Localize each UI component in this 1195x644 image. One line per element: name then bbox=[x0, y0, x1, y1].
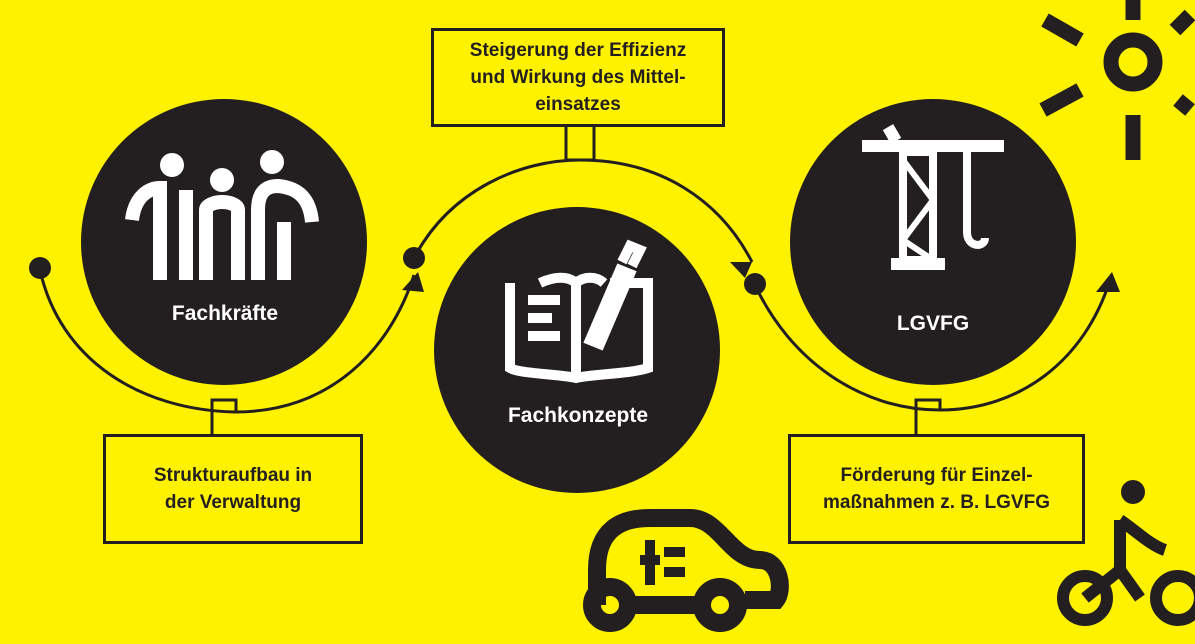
arrow-head-middle bbox=[730, 262, 752, 278]
flow-path bbox=[38, 127, 1112, 434]
cyclist-icon bbox=[1057, 480, 1195, 626]
lgvfg-label: LGVFG bbox=[896, 312, 970, 335]
electric-car-icon bbox=[583, 509, 789, 632]
connector-top bbox=[564, 127, 596, 162]
connector-right bbox=[914, 398, 942, 434]
notebook-pencil-icon bbox=[505, 239, 653, 384]
foerderung-box: Förderung für Einzel- maßnahmen z. B. LG… bbox=[788, 434, 1085, 544]
node-dot-2 bbox=[744, 273, 766, 295]
sun-icon bbox=[1039, 0, 1195, 160]
arrow-head-left bbox=[402, 272, 424, 292]
fachkraefte-label: Fachkräfte bbox=[171, 302, 279, 325]
circle-fachkraefte bbox=[81, 99, 367, 385]
node-dot-1 bbox=[403, 247, 425, 269]
fachkonzepte-label: Fachkonzepte bbox=[507, 404, 649, 427]
strukturaufbau-box: Strukturaufbau in der Verwaltung bbox=[103, 434, 363, 544]
crane-icon bbox=[862, 124, 1004, 270]
arrow-head-right bbox=[1096, 272, 1120, 292]
effizienz-box: Steigerung der Effizienz und Wirkung des… bbox=[431, 28, 725, 127]
connector-left bbox=[210, 398, 238, 434]
start-dot bbox=[29, 257, 51, 279]
people-group-icon bbox=[125, 150, 319, 280]
